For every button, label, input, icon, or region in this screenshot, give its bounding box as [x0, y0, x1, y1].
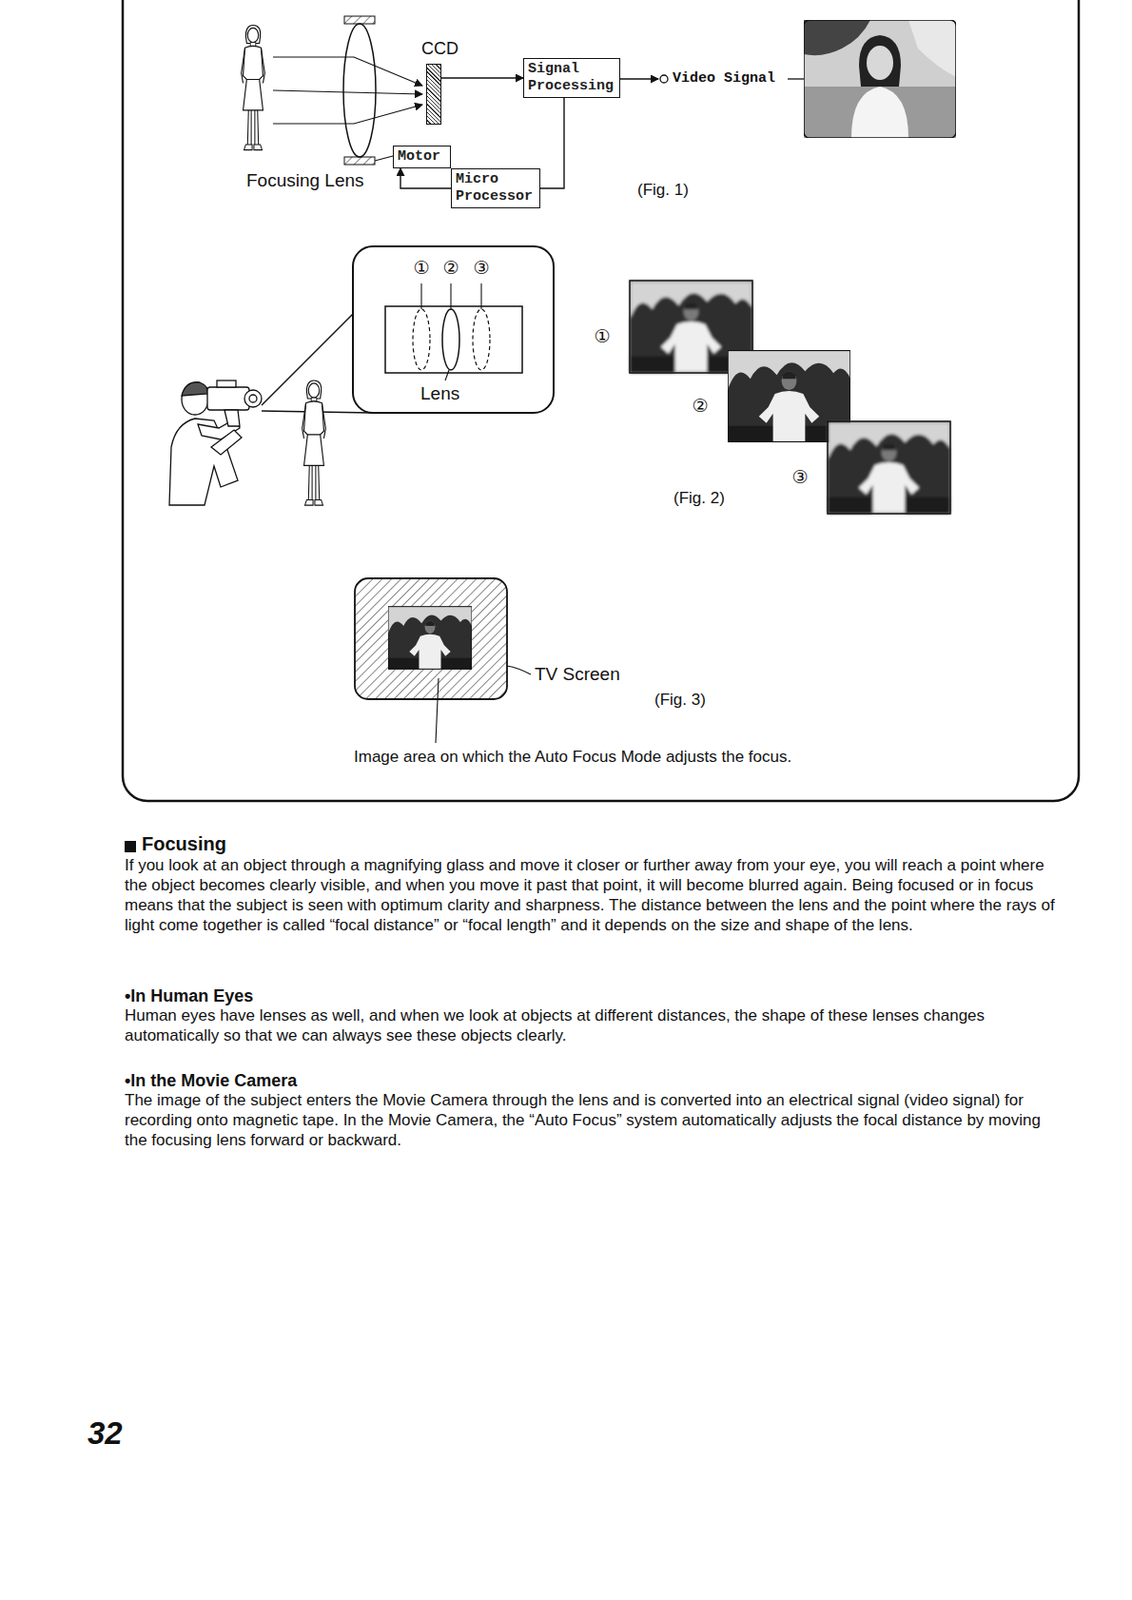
motor-box: Motor: [392, 145, 451, 169]
body-text: Human eyes have lenses as well, and when…: [124, 1005, 1062, 1046]
figure-number: (Fig. 3): [654, 690, 706, 710]
callout-number: ①: [591, 325, 613, 347]
connector: [400, 168, 451, 189]
callout-number: ③: [470, 256, 492, 278]
page-number: 32: [87, 1415, 123, 1452]
node-text: Motor: [397, 148, 447, 166]
callout-number: ①: [410, 256, 432, 278]
microprocessor-box: Micro Processor: [450, 168, 541, 209]
callout-number: ②: [440, 256, 462, 278]
figure-caption: Image area on which the Auto Focus Mode …: [353, 747, 792, 767]
node-text: Signal Processing: [527, 60, 616, 96]
callout-number: ③: [789, 466, 811, 488]
figure-number: (Fig. 1): [637, 180, 689, 200]
node-text: Lens: [420, 383, 460, 405]
signal-processing-box: Signal Processing: [523, 58, 621, 98]
subheading: •In Human Eyes: [124, 986, 254, 1007]
body-text: The image of the subject enters the Movi…: [124, 1090, 1062, 1151]
connector: [540, 97, 565, 189]
subheading: •In the Movie Camera: [124, 1071, 297, 1092]
part-label: Focusing Lens: [246, 170, 365, 192]
signal-label: Video Signal: [672, 70, 776, 87]
figure-number: (Fig. 2): [673, 488, 725, 508]
body-text: If you look at an object through a magni…: [124, 855, 1062, 936]
node-text: Micro Processor: [455, 171, 536, 206]
ccd-sensor: CCD: [426, 63, 442, 125]
node-text: CCD: [421, 39, 459, 59]
callout-number: ②: [689, 394, 711, 416]
part-label: TV Screen: [534, 663, 621, 685]
section-heading: Focusing: [141, 833, 227, 856]
connector: [441, 77, 524, 79]
